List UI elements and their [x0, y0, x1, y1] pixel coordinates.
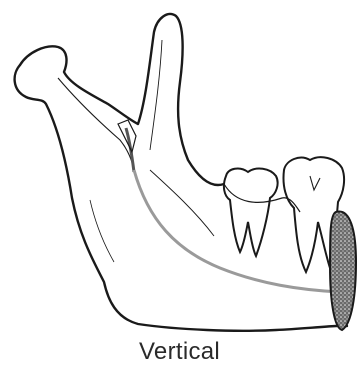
body-detail-line — [90, 200, 114, 262]
third-molar — [224, 169, 278, 256]
cut-surface — [330, 212, 356, 330]
ramus-outline — [20, 14, 224, 185]
ramus-inner-line — [58, 78, 134, 170]
figure-caption: Vertical — [0, 338, 359, 366]
